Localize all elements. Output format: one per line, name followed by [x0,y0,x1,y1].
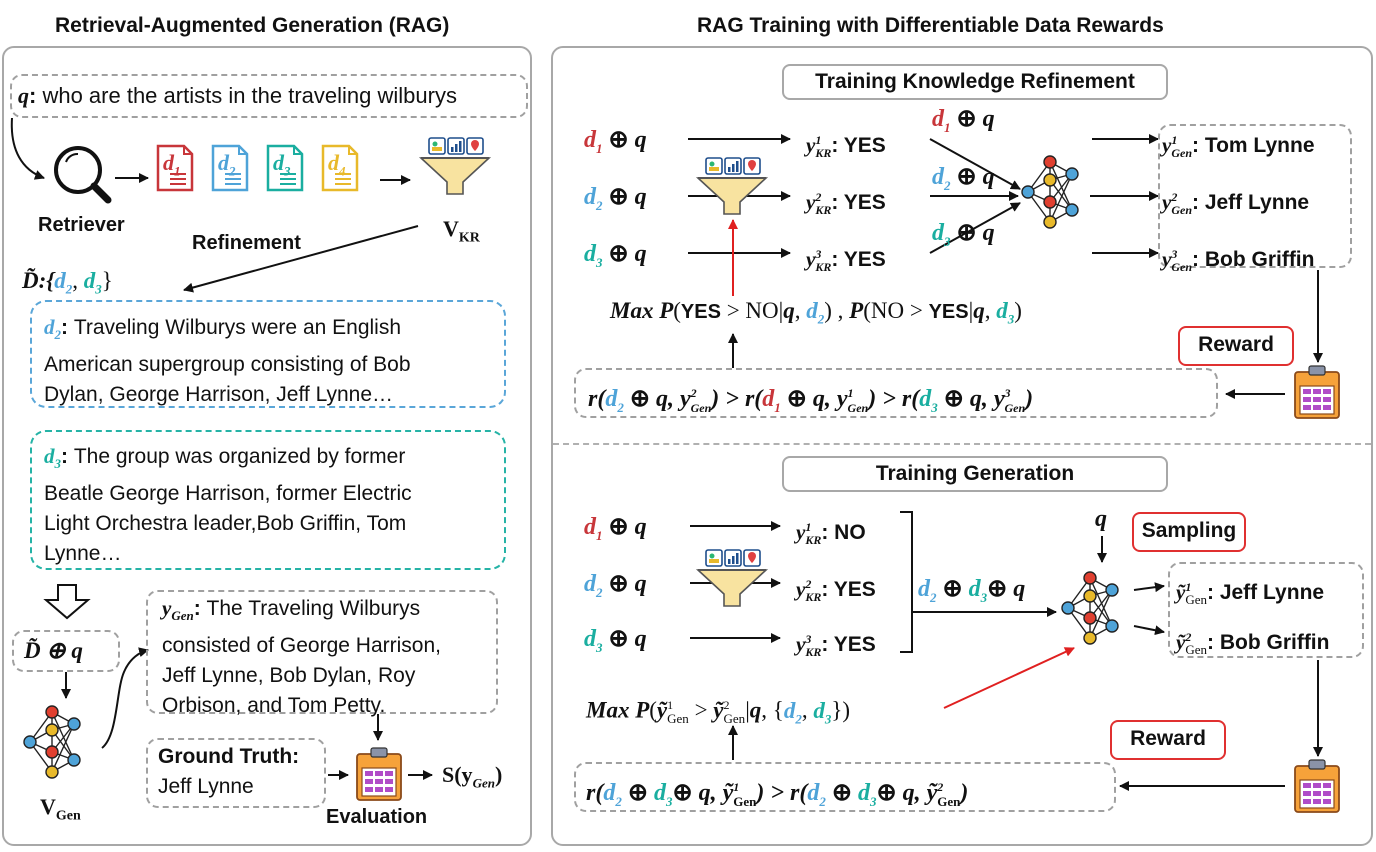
kr-input-d3: d3 ⊕ q [584,241,647,270]
doc-d3-label: d3 [273,150,291,179]
query-box [10,74,528,118]
kr-gen-output-3: y3Gen: Bob Griffin [1162,247,1315,275]
gen-reward-bubble: Reward [1110,720,1226,760]
doc-d1-label: d1 [163,150,181,179]
kr-gen-input-d2: d2 ⊕ q [932,164,995,193]
doc-d4-label: d4 [328,150,346,179]
gen-sample-box [1168,562,1364,658]
concat-label: D̃ ⊕ q [24,638,83,663]
vgen-label: VGen [40,794,81,824]
kr-output-3: y3KR: YES [806,247,886,275]
kr-objective: Max P(YES > NO|q, d2) , P(NO > YES|q, d3… [610,298,1022,327]
ygen-box [146,590,498,714]
kr-gen-output-2: y2Gen: Jeff Lynne [1162,190,1310,218]
left-panel [2,46,532,846]
kr-gen-output-1: y1Gen: Tom Lynne [1162,133,1315,161]
gen-sample-2: ỹ2Gen: Bob Griffin [1176,630,1330,658]
refiner-funnel-icon [420,137,490,195]
query-symbol: q [18,83,29,108]
document-icon-d1 [156,144,194,192]
evaluation-label: Evaluation [326,806,428,828]
kr-title-box: Training Knowledge Refinement [782,64,1168,100]
doc-d2-label: d2 [218,150,236,179]
concat-box [12,630,120,672]
ground-truth-box [146,738,326,808]
document-icon-d3 [266,144,304,192]
gen-input-d1: d1 ⊕ q [584,514,647,543]
gen-kr-output-3: y3KR: YES [796,632,876,660]
vkr-label: VKR [443,216,480,246]
doc-d2-box [30,300,506,408]
document-icon-d2 [211,144,249,192]
left-title: Retrieval-Augmented Generation (RAG) [55,14,450,37]
doc-d2-text: d2: Traveling Wilburys were an English A… [44,315,411,407]
doc-d3-text: d3: The group was organized by former Be… [44,444,412,566]
gen-kr-output-2: y2KR: YES [796,577,876,605]
score-icon-kr [1294,365,1340,419]
refiner-funnel-icon-gen [697,549,767,607]
query-line: q: who are the artists in the traveling … [18,83,457,108]
refined-set-label: D̃:{d2, d3} [22,268,113,297]
gen-merged-input: d2 ⊕ d3⊕ q [918,576,1026,605]
kr-reward-bubble: Reward [1178,326,1294,366]
kr-gen-input-d1: d1 ⊕ q [932,106,995,135]
magnifier-icon [54,146,112,204]
sampling-bubble: Sampling [1132,512,1246,552]
kr-output-2: y2KR: YES [806,190,886,218]
gen-input-d2: d2 ⊕ q [584,571,647,600]
gen-title-box: Training Generation [782,456,1168,492]
gen-q-label: q [1095,506,1107,532]
gen-reward-formula: r(d2 ⊕ d3⊕ q, ỹ1Gen) > r(d2 ⊕ d3⊕ q, ỹ2G… [586,780,969,809]
retriever-label: Retriever [38,214,125,236]
generator-network-icon [23,705,81,779]
score-output-label: S(yGen) [442,762,503,791]
generator-network-icon-gen [1061,571,1119,645]
kr-reward-formula: r(d2 ⊕ q, y2Gen) > r(d1 ⊕ q, y1Gen) > r(… [588,386,1034,415]
kr-gen-input-d3: d3 ⊕ q [932,220,995,249]
score-icon-gen [1294,759,1340,813]
right-title: RAG Training with Differentiable Data Re… [697,14,1164,37]
refiner-funnel-icon-kr [697,157,767,215]
refinement-label: Refinement [192,232,301,254]
kr-input-d1: d1 ⊕ q [584,127,647,156]
gen-sample-1: ỹ1Gen: Jeff Lynne [1176,580,1325,608]
gen-kr-output-1: y1KR: NO [796,520,866,548]
kr-gen-output-box [1158,124,1352,268]
doc-d3-box [30,430,506,570]
score-icon-left [356,747,402,801]
query-text: who are the artists in the traveling wil… [42,83,457,108]
right-panel [551,46,1373,846]
gen-reward-box [574,762,1116,812]
document-icon-d4 [321,144,359,192]
hollow-down-arrow-icon [43,584,91,620]
generator-network-icon-kr [1021,155,1079,229]
ygen-text: yGen: The Traveling Wilburys consisted o… [162,596,441,718]
kr-reward-box [574,368,1218,418]
ground-truth-text: Ground Truth: Jeff Lynne [158,745,300,798]
gen-input-d3: d3 ⊕ q [584,626,647,655]
panel-divider [553,443,1371,445]
gen-objective: Max P(ỹ1Gen > ỹ2Gen|q, {d2, d3}) [586,697,851,727]
kr-output-1: y1KR: YES [806,133,886,161]
kr-input-d2: d2 ⊕ q [584,184,647,213]
